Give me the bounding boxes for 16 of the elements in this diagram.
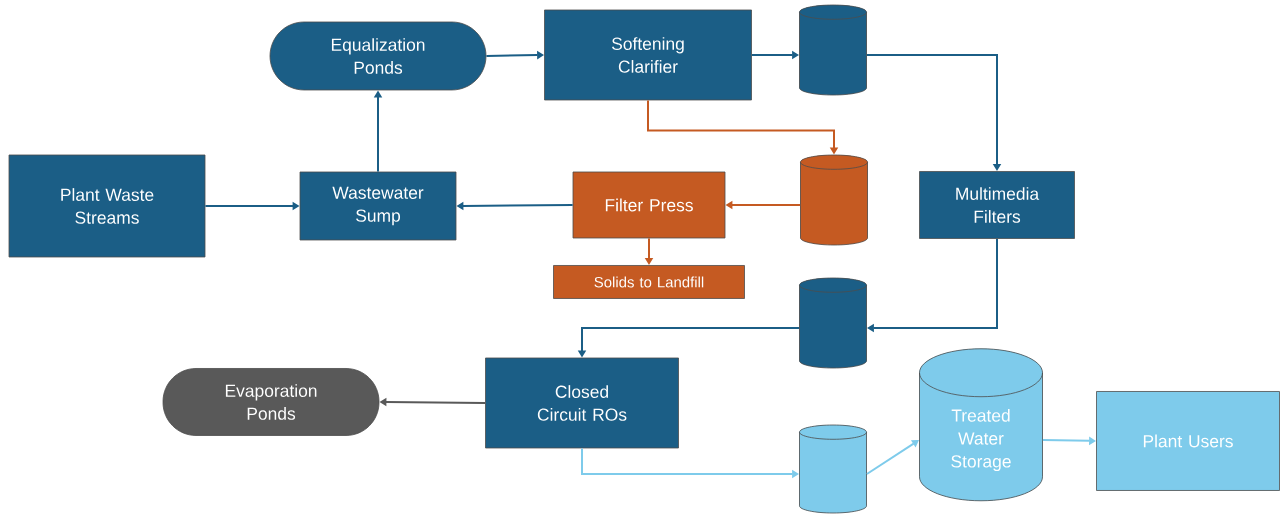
tank-cylinder — [799, 424, 867, 514]
process-box: Multimedia Filters — [919, 171, 1075, 239]
arrow — [865, 440, 919, 475]
tank-cylinder — [800, 154, 868, 246]
process-box: Filter Press — [572, 171, 726, 239]
tank-cylinder: Treated Water Storage — [919, 348, 1043, 502]
process-box: Closed Circuit ROs — [485, 357, 679, 449]
process-box: Softening Clarifier — [544, 9, 752, 101]
arrow — [867, 237, 998, 333]
tank-cylinder — [799, 4, 867, 96]
process-box: Wastewater Sump — [299, 171, 457, 241]
tank-cylinder — [799, 277, 867, 369]
process-box: Solids to Landfill — [553, 265, 745, 299]
process-box: Plant Waste Streams — [8, 154, 206, 258]
process-box: Plant Users — [1096, 391, 1280, 491]
arrow — [865, 54, 1002, 171]
